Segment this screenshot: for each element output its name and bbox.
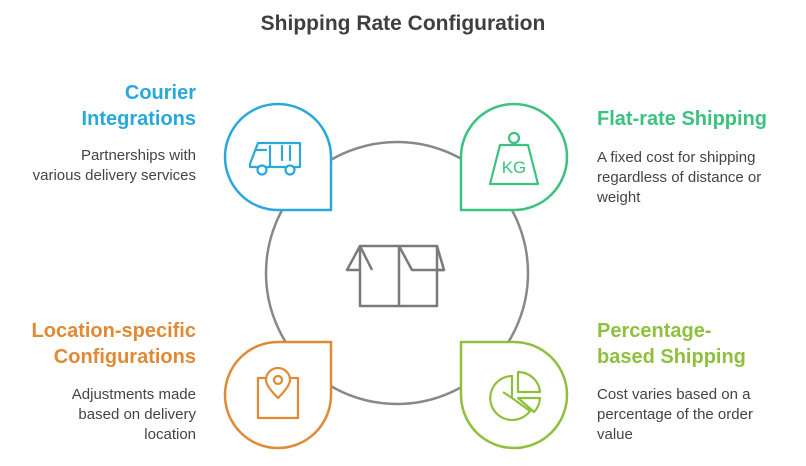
location-pin-icon [256, 366, 300, 420]
percentage-petal [459, 340, 569, 450]
courier-heading-line1: Courier [124, 82, 196, 104]
location-heading-line2: Configurations [53, 346, 196, 368]
percentage-desc-line3: value [597, 426, 633, 443]
location-petal [223, 340, 333, 450]
percentage-desc-line2: percentage of the order [597, 406, 753, 423]
location-desc-line1: Adjustments made [71, 386, 196, 403]
flat-rate-petal: KG [459, 102, 569, 212]
flat-rate-heading-line1: Flat-rate Shipping [597, 108, 767, 130]
location-desc-line2: based on delivery [78, 406, 196, 423]
location-description: Adjustments made based on delivery locat… [20, 385, 196, 445]
percentage-desc-line1: Cost varies based on a [597, 386, 751, 403]
courier-heading: Courier Integrations [20, 80, 196, 132]
svg-text:KG: KG [502, 158, 527, 177]
percentage-heading: Percentage- based Shipping [597, 318, 797, 370]
courier-desc-line1: Partnerships with [80, 147, 196, 164]
pie-chart-icon [489, 370, 542, 422]
flat-rate-desc-line1: A fixed cost for shipping [597, 149, 756, 166]
weight-kg-icon: KG [488, 131, 540, 186]
percentage-description: Cost varies based on a percentage of the… [597, 385, 797, 445]
courier-desc-line2: various delivery services [32, 167, 196, 184]
location-heading-line1: Location-specific [31, 320, 196, 342]
diagram-title: Shipping Rate Configuration [260, 12, 546, 35]
location-desc-line3: location [144, 426, 196, 443]
open-box-icon [345, 244, 446, 308]
flat-rate-heading: Flat-rate Shipping [597, 106, 797, 132]
percentage-heading-line1: Percentage- [597, 320, 712, 342]
truck-icon [248, 141, 302, 176]
flat-rate-desc-line2: regardless of distance or [597, 169, 762, 186]
location-heading: Location-specific Configurations [10, 318, 196, 370]
courier-petal [223, 102, 333, 212]
flat-rate-description: A fixed cost for shipping regardless of … [597, 148, 797, 208]
courier-description: Partnerships with various delivery servi… [10, 146, 196, 186]
percentage-heading-line2: based Shipping [597, 346, 746, 368]
center-ring [264, 140, 530, 406]
courier-heading-line2: Integrations [81, 108, 196, 130]
flat-rate-desc-line3: weight [597, 189, 641, 206]
